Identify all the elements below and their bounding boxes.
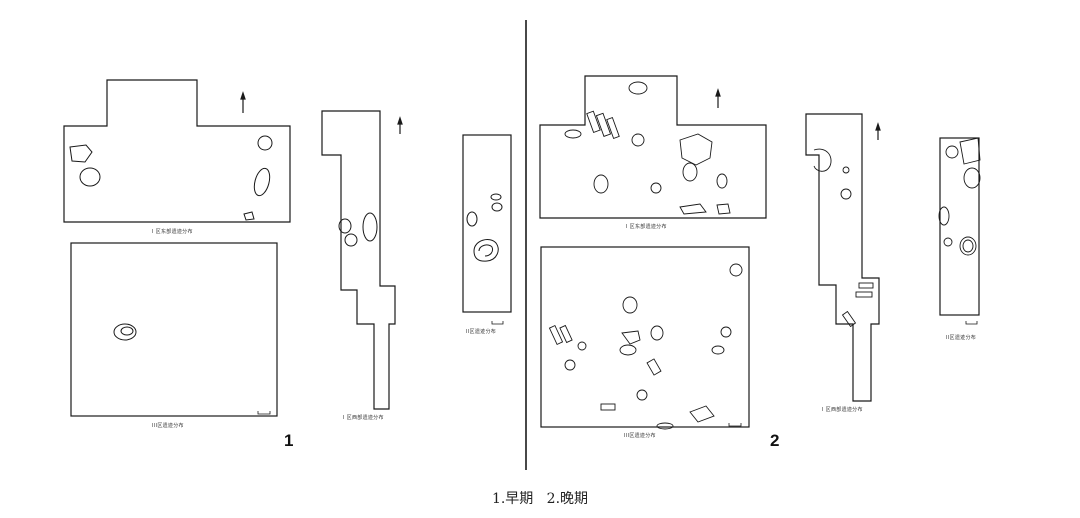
late-area-c-outline <box>805 113 880 402</box>
late-area-a-outline <box>539 75 767 219</box>
early-area-d-label: II区遗迹分布 <box>466 329 497 335</box>
north-arrow-icon <box>715 88 721 108</box>
early-area-c-outline <box>321 110 396 410</box>
late-area-d-outline <box>939 137 980 316</box>
late-area-b-features <box>548 263 743 430</box>
early-area-c-features <box>338 212 378 247</box>
late-area-b-outline <box>540 246 750 428</box>
north-arrow-icon <box>875 122 881 140</box>
panel-number-1: 1 <box>284 431 294 450</box>
panel-number-2: 2 <box>770 431 780 450</box>
late-area-d-label: II区遗迹分布 <box>946 335 977 341</box>
north-arrow-icon <box>397 116 403 134</box>
late-area-d-features <box>938 137 981 256</box>
late-area-c-features <box>813 148 874 328</box>
early-area-d-outline <box>462 134 512 313</box>
early-area-a-features <box>69 135 273 221</box>
early-area-c-label: I 区西部遗迹分布 <box>343 415 384 421</box>
north-arrow-icon <box>240 91 246 113</box>
early-area-b-label: III区遗迹分布 <box>152 423 184 429</box>
early-area-b-features <box>113 323 137 341</box>
scale-bar-icon <box>491 321 504 325</box>
figure-caption: 1.早期 2.晚期 <box>491 491 589 507</box>
early-area-a-outline <box>63 79 291 223</box>
early-area-d-features <box>466 193 503 262</box>
scale-bar-icon <box>257 411 271 415</box>
late-area-c-label: I 区西部遗迹分布 <box>822 407 863 413</box>
late-area-a-features <box>564 81 731 215</box>
early-area-a-label: I 区东部遗迹分布 <box>152 229 193 235</box>
scale-bar-icon <box>728 423 742 427</box>
scale-bar-icon <box>965 321 978 325</box>
early-area-b-outline <box>70 242 278 417</box>
late-area-b-label: III区遗迹分布 <box>624 433 656 439</box>
late-area-a-label: I 区东部遗迹分布 <box>626 224 667 230</box>
